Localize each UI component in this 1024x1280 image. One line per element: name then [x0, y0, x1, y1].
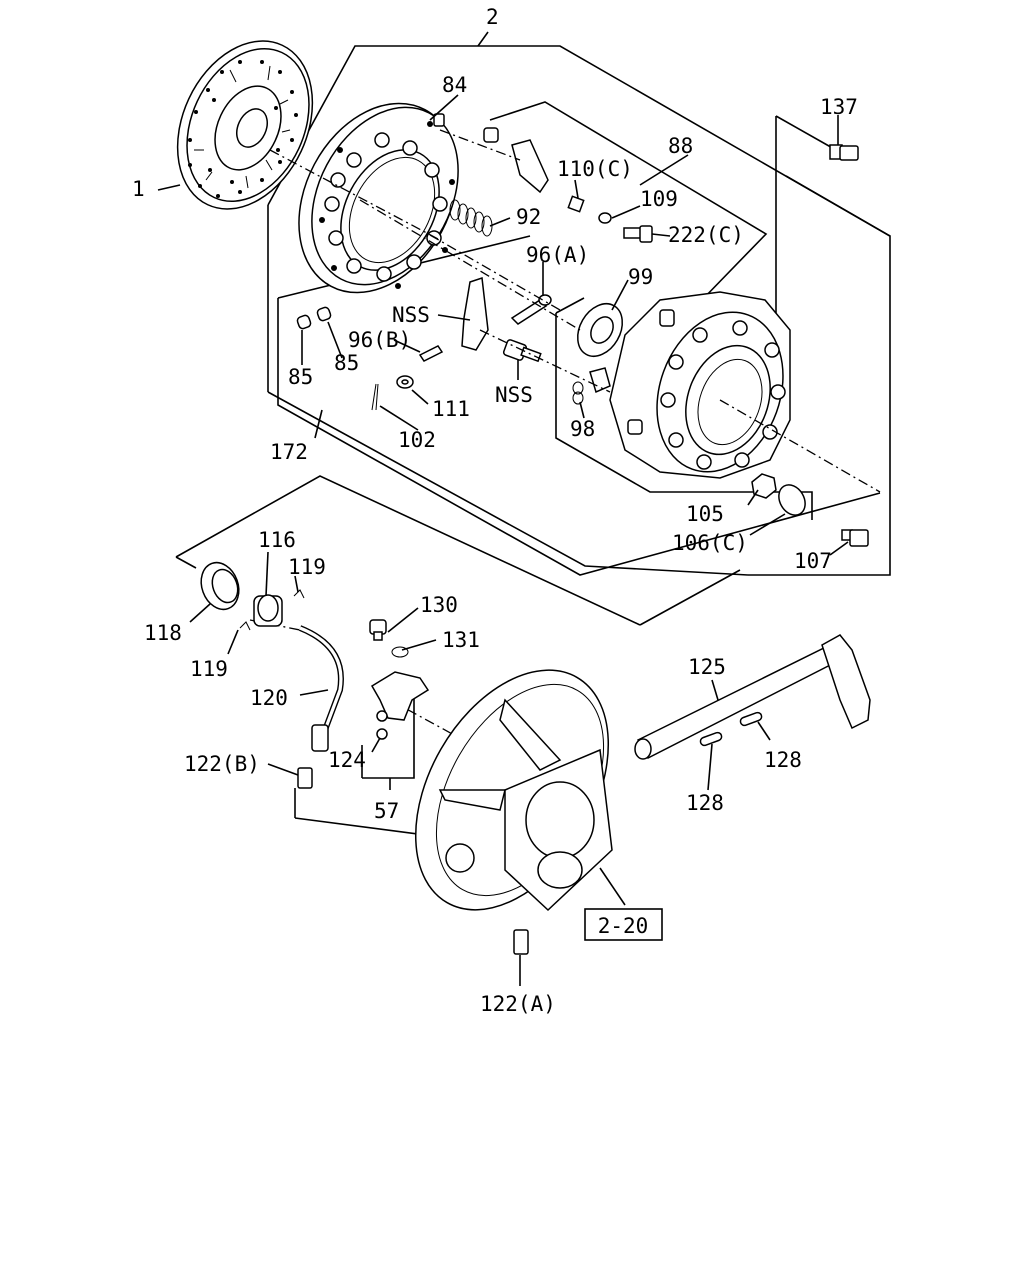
label-57[interactable]: 57 [374, 799, 399, 823]
reference-box[interactable]: 2-20 [584, 908, 663, 941]
label-102[interactable]: 102 [398, 428, 436, 452]
label-105[interactable]: 105 [686, 502, 724, 526]
label-98[interactable]: 98 [570, 417, 595, 441]
label-85-left[interactable]: 85 [288, 365, 313, 389]
label-222c[interactable]: 222(C) [668, 223, 744, 247]
label-122a[interactable]: 122(A) [480, 992, 556, 1016]
small-parts-upper [296, 127, 869, 547]
label-131[interactable]: 131 [442, 628, 480, 652]
label-2[interactable]: 2 [486, 5, 499, 29]
label-nss-lever[interactable]: NSS [392, 303, 430, 327]
alignment-lines [249, 129, 881, 761]
label-130[interactable]: 130 [420, 593, 458, 617]
label-128-right[interactable]: 128 [764, 748, 802, 772]
small-parts-lower [200, 561, 871, 955]
part-labels: 2 84 88 137 1 110(C) 109 92 222(C) 96(A)… [132, 5, 858, 1016]
label-92[interactable]: 92 [516, 205, 541, 229]
label-172[interactable]: 172 [270, 440, 308, 464]
label-88[interactable]: 88 [668, 134, 693, 158]
label-106c[interactable]: 106(C) [672, 531, 748, 555]
label-110c[interactable]: 110(C) [557, 157, 633, 181]
label-120[interactable]: 120 [250, 686, 288, 710]
label-116[interactable]: 116 [258, 528, 296, 552]
label-124[interactable]: 124 [328, 748, 366, 772]
label-84[interactable]: 84 [442, 73, 467, 97]
label-107[interactable]: 107 [794, 549, 832, 573]
label-nss-adjuster[interactable]: NSS [495, 383, 533, 407]
label-111[interactable]: 111 [432, 397, 470, 421]
pressure-plate-84 [298, 102, 459, 294]
label-137[interactable]: 137 [820, 95, 858, 119]
label-125[interactable]: 125 [688, 655, 726, 679]
label-128-left[interactable]: 128 [686, 791, 724, 815]
label-96a[interactable]: 96(A) [526, 243, 589, 267]
clutch-housing-bell [414, 669, 613, 912]
label-118[interactable]: 118 [144, 621, 182, 645]
label-99[interactable]: 99 [628, 265, 653, 289]
clutch-disc [176, 40, 314, 210]
label-119-bottom[interactable]: 119 [190, 657, 228, 681]
label-85-right[interactable]: 85 [334, 351, 359, 375]
label-96b[interactable]: 96(B) [348, 328, 411, 352]
label-109[interactable]: 109 [640, 187, 678, 211]
ref-box-label: 2-20 [598, 914, 649, 938]
leader-lines [157, 94, 849, 986]
label-122b[interactable]: 122(B) [184, 752, 260, 776]
clutch-cover-88 [609, 291, 791, 479]
label-1[interactable]: 1 [132, 177, 145, 201]
label-119-top[interactable]: 119 [288, 555, 326, 579]
